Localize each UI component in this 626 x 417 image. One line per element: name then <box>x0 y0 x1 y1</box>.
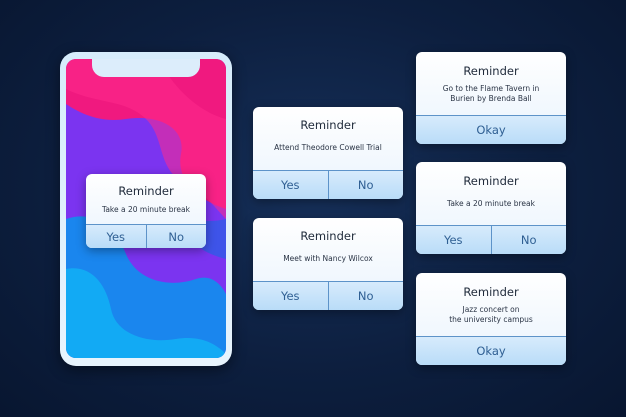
reminder-card-theodore: Reminder Attend Theodore Cowell Trial Ye… <box>253 107 403 199</box>
no-button[interactable]: No <box>145 225 206 248</box>
reminder-card-jazz: Reminder Jazz concert on the university … <box>416 273 566 365</box>
card-title: Reminder <box>118 184 174 198</box>
yes-button[interactable]: Yes <box>416 226 491 254</box>
card-title: Reminder <box>463 64 519 78</box>
reminder-card-flame-tavern: Reminder Go to the Flame Tavern in Burie… <box>416 52 566 144</box>
card-message-line: the university campus <box>449 315 533 324</box>
card-message-line: Jazz concert on <box>462 305 520 314</box>
yes-button[interactable]: Yes <box>86 225 146 248</box>
card-title: Reminder <box>300 229 356 243</box>
card-title: Reminder <box>300 118 356 132</box>
card-title: Reminder <box>463 285 519 299</box>
no-button[interactable]: No <box>490 226 566 254</box>
card-message-line: Burien by Brenda Ball <box>450 94 532 103</box>
card-title: Reminder <box>463 174 519 188</box>
phone-notch <box>92 59 200 77</box>
card-message: Attend Theodore Cowell Trial <box>274 143 382 152</box>
card-message: Take a 20 minute break <box>447 199 535 208</box>
card-message-line: Go to the Flame Tavern in <box>442 84 540 93</box>
okay-button[interactable]: Okay <box>416 116 566 144</box>
reminder-card-break: Reminder Take a 20 minute break Yes No <box>416 162 566 254</box>
yes-button[interactable]: Yes <box>253 282 328 310</box>
card-message: Jazz concert on the university campus <box>422 305 560 325</box>
no-button[interactable]: No <box>327 171 403 199</box>
card-message: Meet with Nancy Wilcox <box>283 254 373 263</box>
reminder-card-nancy: Reminder Meet with Nancy Wilcox Yes No <box>253 218 403 310</box>
no-button[interactable]: No <box>327 282 403 310</box>
phone-mockup: Reminder Take a 20 minute break Yes No <box>60 52 232 366</box>
card-message: Go to the Flame Tavern in Burien by Bren… <box>422 84 560 104</box>
okay-button[interactable]: Okay <box>416 337 566 365</box>
yes-button[interactable]: Yes <box>253 171 328 199</box>
phone-reminder-card: Reminder Take a 20 minute break Yes No <box>86 174 206 248</box>
card-message: Take a 20 minute break <box>102 205 190 214</box>
